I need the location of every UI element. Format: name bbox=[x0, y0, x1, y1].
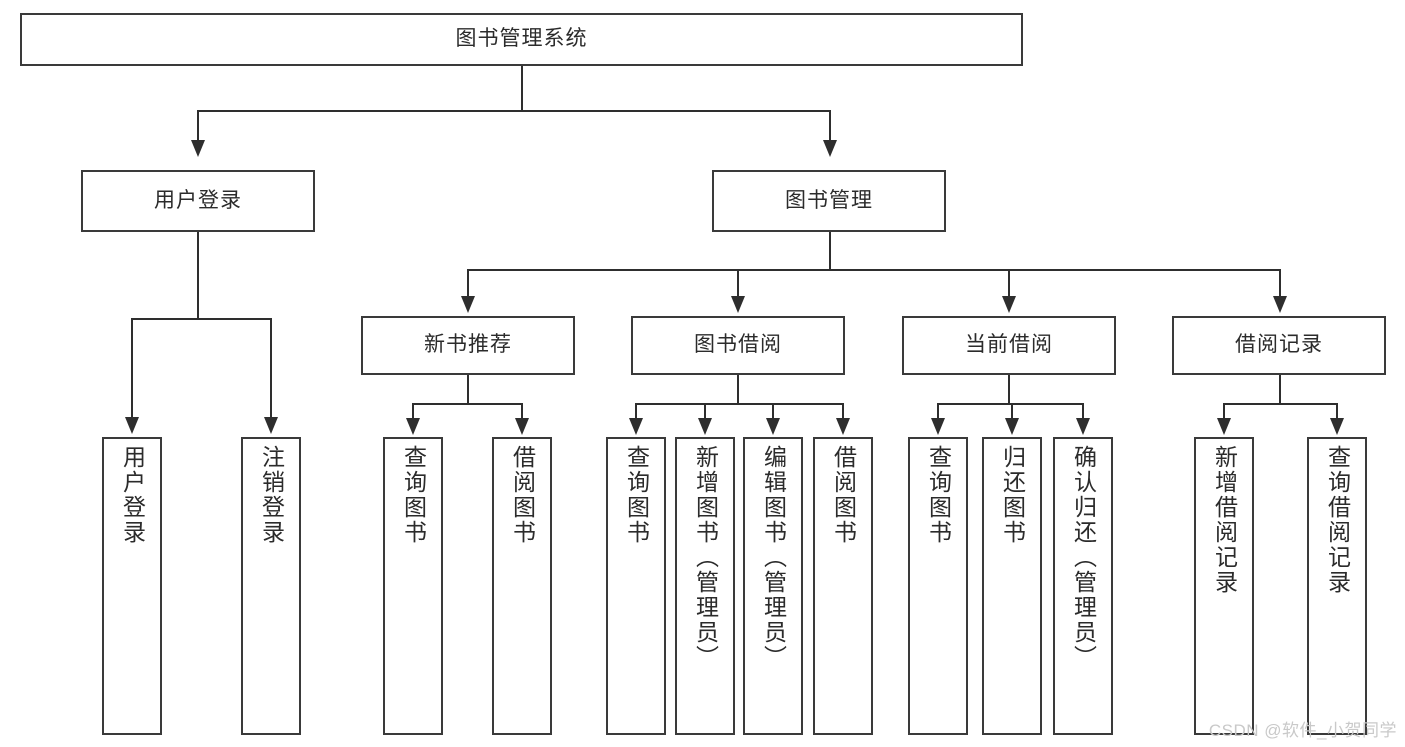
arrowhead-book-borrow-leaf-4 bbox=[836, 418, 850, 435]
connector-bm-to-new-book bbox=[467, 269, 469, 296]
node-label: 查询图书 bbox=[623, 445, 650, 545]
arrowhead-book-borrow-leaf-2 bbox=[698, 418, 712, 435]
arrowhead-user-login-leaf-2 bbox=[264, 417, 278, 434]
node-label: 用户登录 bbox=[154, 188, 242, 212]
connector-bm-to-borrow-record bbox=[1279, 269, 1281, 296]
arrowhead-borrow-record-leaf-2 bbox=[1330, 418, 1344, 435]
connector-current-borrow-bar bbox=[938, 403, 1083, 405]
arrowhead-bm-to-book-borrow bbox=[731, 296, 745, 313]
connector-new-book-leaf-2 bbox=[521, 403, 523, 420]
arrowhead-user-login-leaf-1 bbox=[125, 417, 139, 434]
node-user-login[interactable]: 用户登录 bbox=[81, 170, 315, 232]
connector-user-login-to-leaf-1 bbox=[131, 318, 133, 417]
arrowhead-new-book-leaf-2 bbox=[515, 418, 529, 435]
node-label: 确认归还（管理员） bbox=[1070, 445, 1097, 670]
connector-borrow-record-stem bbox=[1279, 375, 1281, 403]
arrowhead-book-borrow-leaf-1 bbox=[629, 418, 643, 435]
node-label: 查询图书 bbox=[925, 445, 952, 545]
node-label: 编辑图书（管理员） bbox=[760, 445, 787, 670]
leaf-new-book-borrow-book[interactable]: 借阅图书 bbox=[492, 437, 552, 735]
node-book-borrow[interactable]: 图书借阅 bbox=[631, 316, 845, 375]
node-borrow-record[interactable]: 借阅记录 bbox=[1172, 316, 1386, 375]
arrowhead-bm-to-new-book bbox=[461, 296, 475, 313]
node-new-book-recommend[interactable]: 新书推荐 bbox=[361, 316, 575, 375]
node-label: 查询图书 bbox=[400, 445, 427, 545]
connector-book-borrow-leaf-1 bbox=[635, 403, 637, 420]
arrowhead-new-book-leaf-1 bbox=[406, 418, 420, 435]
connector-current-borrow-leaf-1 bbox=[937, 403, 939, 420]
arrowhead-root-to-user-login bbox=[191, 140, 205, 157]
connector-new-book-stem bbox=[467, 375, 469, 403]
connector-new-book-leaf-1 bbox=[412, 403, 414, 420]
node-label: 借阅记录 bbox=[1235, 333, 1323, 357]
arrowhead-bm-to-borrow-record bbox=[1273, 296, 1287, 313]
connector-book-borrow-leaf-2 bbox=[704, 403, 706, 420]
leaf-book-borrow-add-book-admin[interactable]: 新增图书（管理员） bbox=[675, 437, 735, 735]
leaf-user-login-logout[interactable]: 注销登录 bbox=[241, 437, 301, 735]
node-book-management[interactable]: 图书管理 bbox=[712, 170, 946, 232]
connector-book-borrow-bar bbox=[636, 403, 843, 405]
arrowhead-current-borrow-leaf-1 bbox=[931, 418, 945, 435]
arrowhead-current-borrow-leaf-2 bbox=[1005, 418, 1019, 435]
connector-book-borrow-leaf-4 bbox=[842, 403, 844, 420]
connector-current-borrow-leaf-3 bbox=[1082, 403, 1084, 420]
arrowhead-current-borrow-leaf-3 bbox=[1076, 418, 1090, 435]
connector-root-to-book-management bbox=[829, 110, 831, 140]
node-label: 查询借阅记录 bbox=[1324, 445, 1351, 595]
node-label: 用户登录 bbox=[119, 445, 146, 545]
connector-book-borrow-stem bbox=[737, 375, 739, 403]
leaf-user-login-login[interactable]: 用户登录 bbox=[102, 437, 162, 735]
arrowhead-borrow-record-leaf-1 bbox=[1217, 418, 1231, 435]
leaf-book-borrow-borrow-book[interactable]: 借阅图书 bbox=[813, 437, 873, 735]
leaf-current-borrow-return-book[interactable]: 归还图书 bbox=[982, 437, 1042, 735]
leaf-borrow-record-add-record[interactable]: 新增借阅记录 bbox=[1194, 437, 1254, 735]
arrowhead-root-to-book-management bbox=[823, 140, 837, 157]
connector-borrow-record-leaf-2 bbox=[1336, 403, 1338, 420]
connector-borrow-record-bar bbox=[1224, 403, 1337, 405]
connector-user-login-to-leaf-2 bbox=[270, 318, 272, 417]
arrowhead-bm-to-current-borrow bbox=[1002, 296, 1016, 313]
node-root-book-management-system[interactable]: 图书管理系统 bbox=[20, 13, 1023, 66]
leaf-current-borrow-confirm-return-admin[interactable]: 确认归还（管理员） bbox=[1053, 437, 1113, 735]
node-label: 注销登录 bbox=[258, 445, 285, 545]
connector-root-to-user-login bbox=[197, 110, 199, 140]
connector-root-stem bbox=[521, 66, 523, 110]
connector-user-login-stem bbox=[197, 232, 199, 318]
node-label: 图书借阅 bbox=[694, 333, 782, 357]
node-current-borrow[interactable]: 当前借阅 bbox=[902, 316, 1116, 375]
connector-current-borrow-stem bbox=[1008, 375, 1010, 403]
connector-current-borrow-leaf-2 bbox=[1011, 403, 1013, 420]
leaf-new-book-query-book[interactable]: 查询图书 bbox=[383, 437, 443, 735]
leaf-current-borrow-query-book[interactable]: 查询图书 bbox=[908, 437, 968, 735]
node-label: 新增图书（管理员） bbox=[692, 445, 719, 670]
connector-book-borrow-leaf-3 bbox=[772, 403, 774, 420]
connector-root-bar bbox=[198, 110, 830, 112]
connector-borrow-record-leaf-1 bbox=[1223, 403, 1225, 420]
node-label: 借阅图书 bbox=[509, 445, 536, 545]
leaf-book-borrow-query-book[interactable]: 查询图书 bbox=[606, 437, 666, 735]
node-label: 图书管理系统 bbox=[455, 27, 588, 51]
node-label: 归还图书 bbox=[999, 445, 1026, 545]
node-label: 借阅图书 bbox=[830, 445, 857, 545]
connector-user-login-bar bbox=[132, 318, 271, 320]
node-label: 图书管理 bbox=[785, 188, 873, 212]
connector-bm-to-current-borrow bbox=[1008, 269, 1010, 296]
arrowhead-book-borrow-leaf-3 bbox=[766, 418, 780, 435]
connector-book-management-stem bbox=[829, 232, 831, 269]
connector-book-management-bar bbox=[468, 269, 1280, 271]
node-label: 新增借阅记录 bbox=[1211, 445, 1238, 595]
node-label: 新书推荐 bbox=[424, 333, 512, 357]
leaf-borrow-record-query-record[interactable]: 查询借阅记录 bbox=[1307, 437, 1367, 735]
leaf-book-borrow-edit-book-admin[interactable]: 编辑图书（管理员） bbox=[743, 437, 803, 735]
connector-bm-to-book-borrow bbox=[737, 269, 739, 296]
connector-new-book-bar bbox=[413, 403, 523, 405]
node-label: 当前借阅 bbox=[965, 333, 1053, 357]
